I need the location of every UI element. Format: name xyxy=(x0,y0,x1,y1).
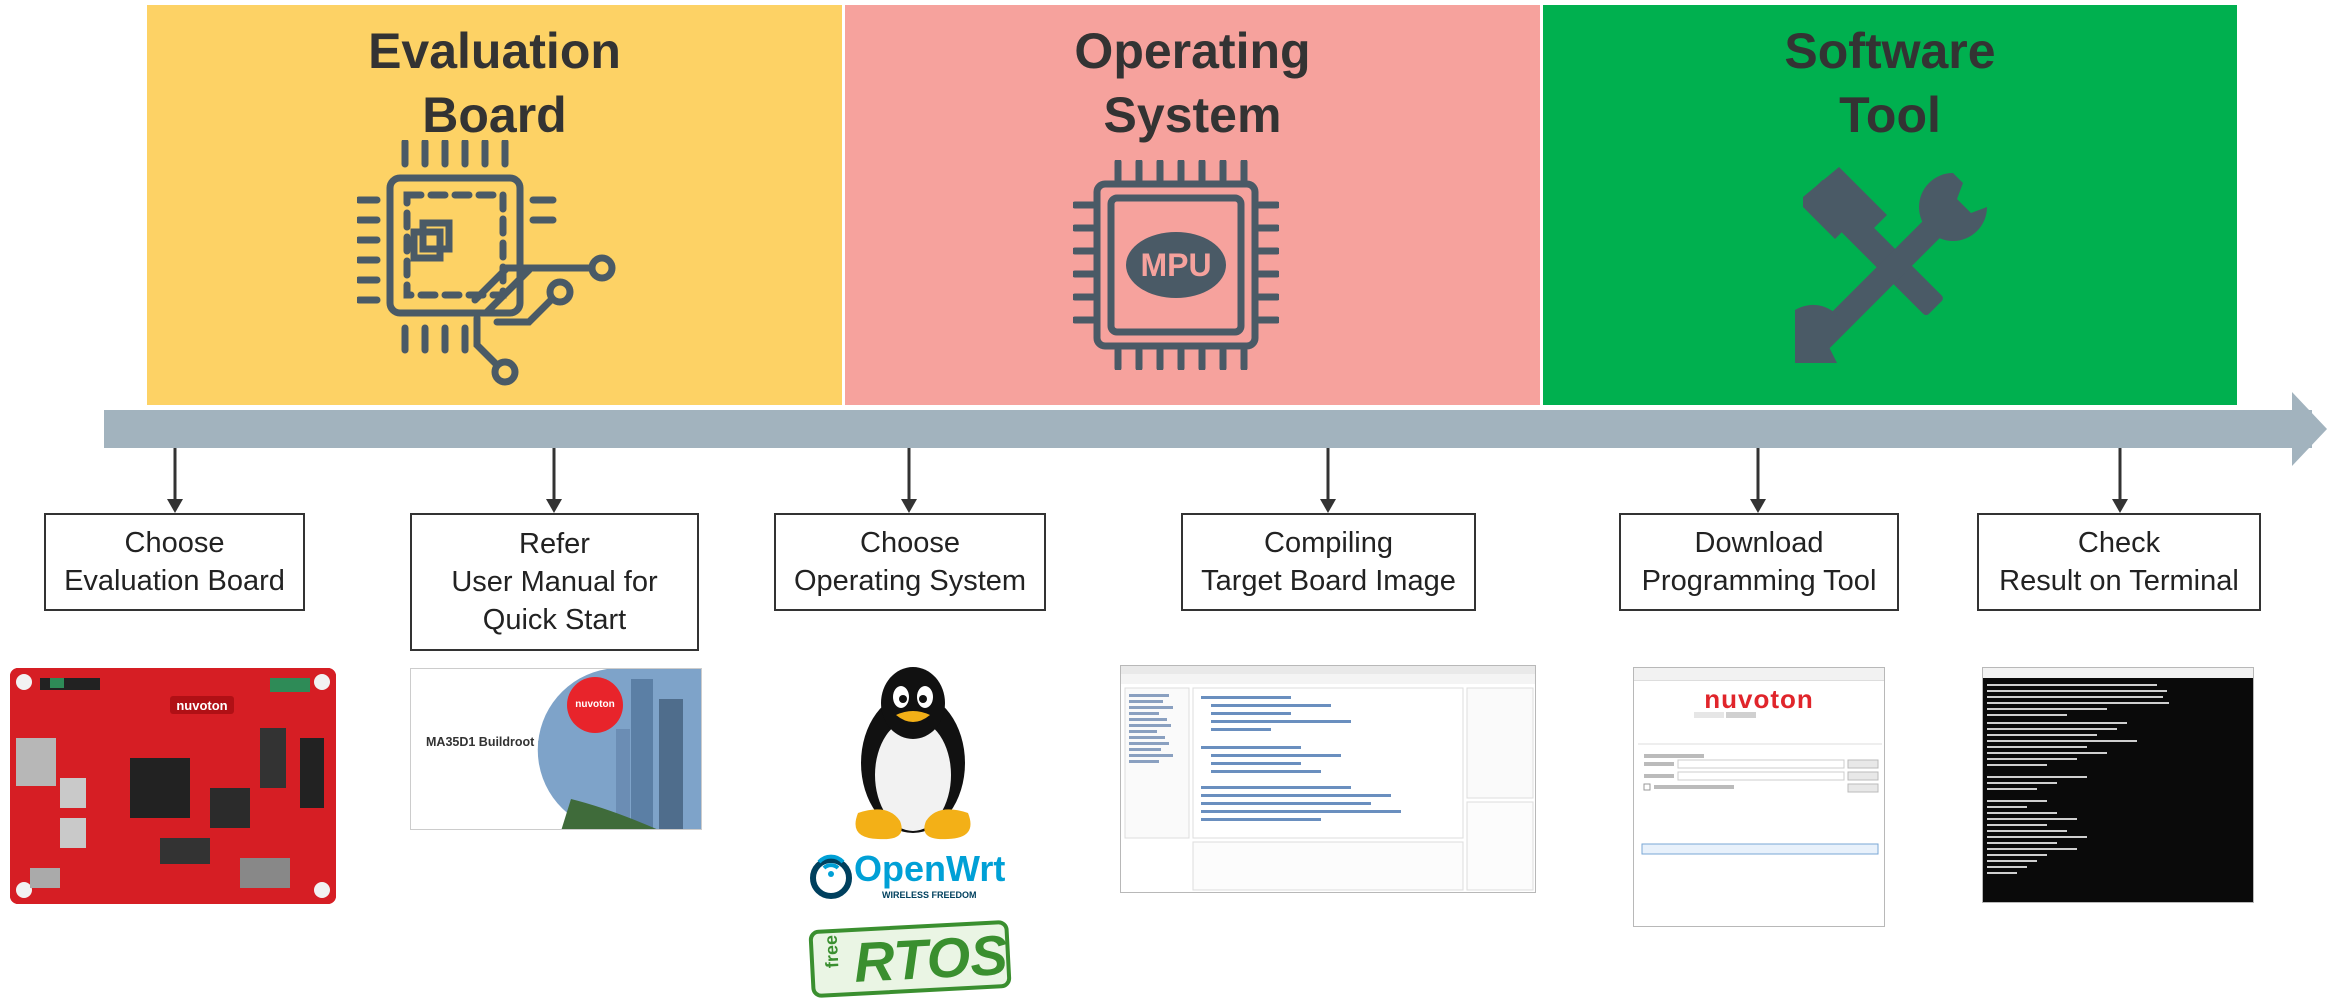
board-brand: nuvoton xyxy=(176,698,227,713)
tool-title-bar xyxy=(1634,668,1884,681)
step-label: Refer User Manual for Quick Start xyxy=(451,528,658,636)
circuit-chip-icon xyxy=(357,140,616,386)
step-compiling-target-board-image: Compiling Target Board Image xyxy=(1181,513,1476,611)
tool-form xyxy=(1638,712,1882,855)
step-label: Choose Operating System xyxy=(793,527,1027,597)
connector-arrow xyxy=(167,448,183,513)
board-graphic: nuvoton xyxy=(10,668,336,904)
openwrt-logo: OpenWrt WIRELESS FREEDOM xyxy=(806,846,1016,904)
terminal-output xyxy=(1987,684,2169,874)
connector-arrow xyxy=(546,448,562,513)
ide-window-icon xyxy=(1120,665,1536,893)
connector-arrow xyxy=(1750,448,1766,513)
freertos-logo: free RTOS xyxy=(808,919,1012,999)
openwrt-name: OpenWrt xyxy=(854,848,1006,889)
openwrt-tagline: WIRELESS FREEDOM xyxy=(882,890,977,900)
panel-software-tool: Software Tool xyxy=(1543,5,2237,405)
step-label: Choose Evaluation Board xyxy=(64,527,285,597)
mpu-label: MPU xyxy=(1140,247,1211,283)
step-check-result-on-terminal: Check Result on Terminal xyxy=(1977,513,2261,611)
red-evaluation-board-image: nuvoton xyxy=(10,668,336,904)
tux-penguin-icon xyxy=(855,667,971,840)
step-choose-evaluation-board: Choose Evaluation Board xyxy=(44,513,305,611)
quick-start-guide-image: MA35D1 Buildroot Quick Start nuvoton xyxy=(410,668,702,830)
terminal-title-bar xyxy=(1983,668,2253,678)
openwrt-wifi-icon xyxy=(810,854,852,899)
panel-operating-system: Operating System MPU xyxy=(845,5,1540,405)
panel-title-evaluation-board: Evaluation Board xyxy=(368,23,621,143)
connector-arrow xyxy=(901,448,917,513)
panel-evaluation-board: Evaluation Board xyxy=(147,5,842,405)
panel-title-software-tool: Software Tool xyxy=(1784,23,1996,143)
step-label: Check Result on Terminal xyxy=(1999,527,2239,597)
building-photo xyxy=(537,669,701,829)
timeline-bar xyxy=(104,410,2312,448)
step-label: Download Programming Tool xyxy=(1641,527,1877,597)
connector-arrow xyxy=(2112,448,2128,513)
tool-brand: nuvoton xyxy=(1704,684,1814,714)
mpu-chip-icon: MPU xyxy=(1073,160,1279,370)
freertos-name: RTOS xyxy=(852,922,1010,994)
right-arrow-icon xyxy=(2292,392,2327,466)
step-choose-operating-system: Choose Operating System xyxy=(774,513,1046,611)
programming-tool-window-icon: nuvoton xyxy=(1633,667,1885,927)
step-download-programming-tool: Download Programming Tool xyxy=(1619,513,1899,611)
freertos-free: free xyxy=(820,934,843,969)
quick-start-brand: nuvoton xyxy=(575,699,615,710)
step-refer-user-manual: Refer User Manual for Quick Start xyxy=(410,513,699,651)
panel-title-operating-system: Operating System xyxy=(1074,23,1311,143)
hammer-wrench-icon xyxy=(1795,167,1987,363)
step-label: Compiling Target Board Image xyxy=(1201,527,1456,597)
terminal-window-icon xyxy=(1982,667,2254,903)
connector-arrow xyxy=(1320,448,1336,513)
ide-graphic xyxy=(1121,666,1535,891)
